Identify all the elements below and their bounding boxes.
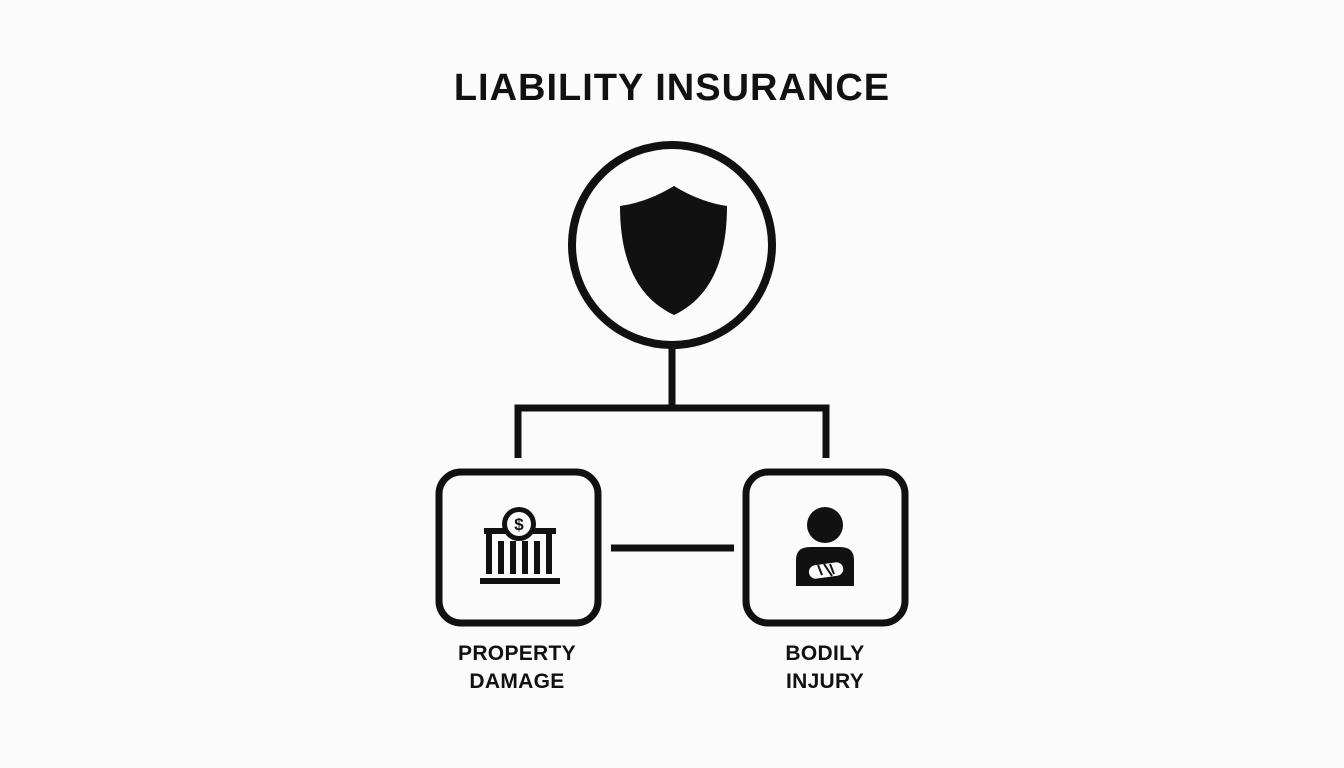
svg-text:$: $ [514,515,524,534]
node-bodily-injury [742,468,909,627]
label-property-damage: PROPERTY DAMAGE [407,640,627,696]
label-property-damage-line-1: PROPERTY [458,642,576,665]
connector-branch [514,404,830,458]
label-bodily-injury-line-2: INJURY [785,670,865,693]
building-dollar-icon: $ [480,507,560,584]
shield-icon [620,186,727,315]
root-node [568,141,776,349]
label-property-damage-line-2: DAMAGE [469,670,565,693]
node-box-property-damage [435,468,602,627]
label-bodily-injury: BODILY INJURY [715,640,935,696]
diagram-title: LIABILITY INSURANCE [453,67,891,109]
node-property-damage: $ [435,468,602,627]
person-bandage-icon [796,507,854,586]
node-box-bodily-injury [742,468,909,627]
connector-lines [514,345,830,552]
label-bodily-injury-line-1: BODILY [785,642,865,665]
